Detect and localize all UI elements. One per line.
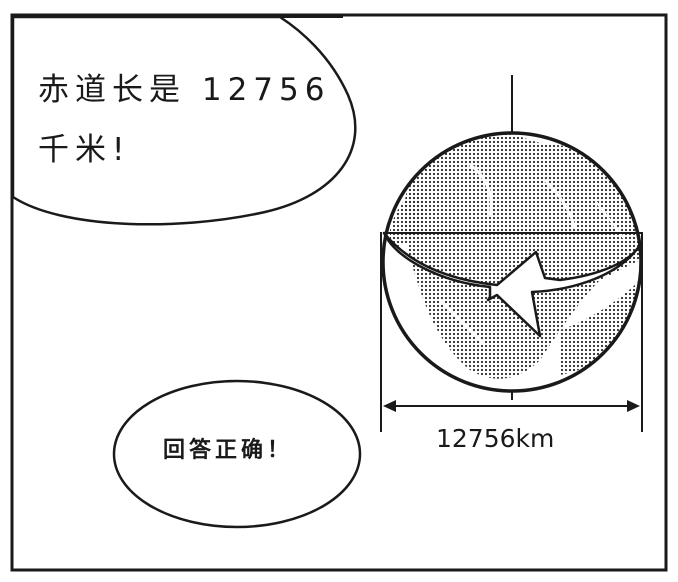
globe-icon	[381, 75, 643, 400]
speech-text-answer: 回答正确！	[163, 438, 294, 463]
top-speech-bubble	[11, 15, 357, 226]
speech-text-line-2: 千米!	[38, 132, 131, 168]
speech-text-line-1: 赤道长是 12756	[38, 72, 331, 108]
dimension-label: 12756km	[436, 424, 555, 453]
arrow-left-icon	[382, 231, 642, 338]
dimension-marker	[380, 232, 643, 432]
bottom-speech-bubble	[112, 379, 362, 529]
